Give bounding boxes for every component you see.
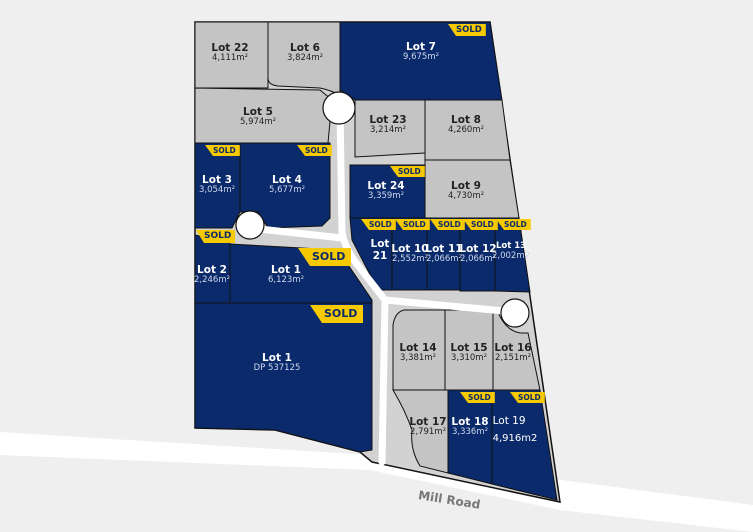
sold-badge-lot-18: SOLD xyxy=(460,392,495,403)
lot-16-parcel[interactable] xyxy=(492,309,541,391)
lot-22-parcel[interactable] xyxy=(194,21,269,89)
lot-13-parcel[interactable] xyxy=(494,217,531,293)
sold-badge-lot-21: SOLD xyxy=(361,219,396,230)
sold-badge-lot-11: SOLD xyxy=(430,219,465,230)
sold-badge-lot-1: SOLD xyxy=(298,248,352,266)
lot-21-label[interactable]: Lot 21 xyxy=(370,237,390,262)
mill-road xyxy=(0,432,753,532)
cul-de-sac-west xyxy=(235,210,265,240)
sold-badge-lot-13: SOLD xyxy=(496,219,531,230)
sold-badge-lot-19: SOLD xyxy=(510,392,545,403)
sold-badge-lot-4: SOLD xyxy=(297,145,332,156)
sold-badge-lot-24: SOLD xyxy=(390,166,425,177)
sold-badge-lot-2: SOLD xyxy=(196,230,236,243)
cul-de-sac-east xyxy=(500,298,530,328)
lot-19-parcel[interactable] xyxy=(491,389,558,501)
cul-de-sac-north xyxy=(322,91,356,125)
lot-17-parcel[interactable] xyxy=(392,389,449,474)
sold-badge-lot-12: SOLD xyxy=(463,219,498,230)
sold-badge-lot-1-dp: SOLD xyxy=(310,305,364,323)
sold-badge-lot-10: SOLD xyxy=(395,219,430,230)
sold-badge-lot-3: SOLD xyxy=(205,145,240,156)
lot-3-parcel[interactable] xyxy=(194,142,241,229)
sold-badge-lot-7: SOLD xyxy=(448,24,486,36)
lot-1-dp-parcel[interactable] xyxy=(194,302,373,453)
lot-21-parcel[interactable] xyxy=(349,217,393,291)
